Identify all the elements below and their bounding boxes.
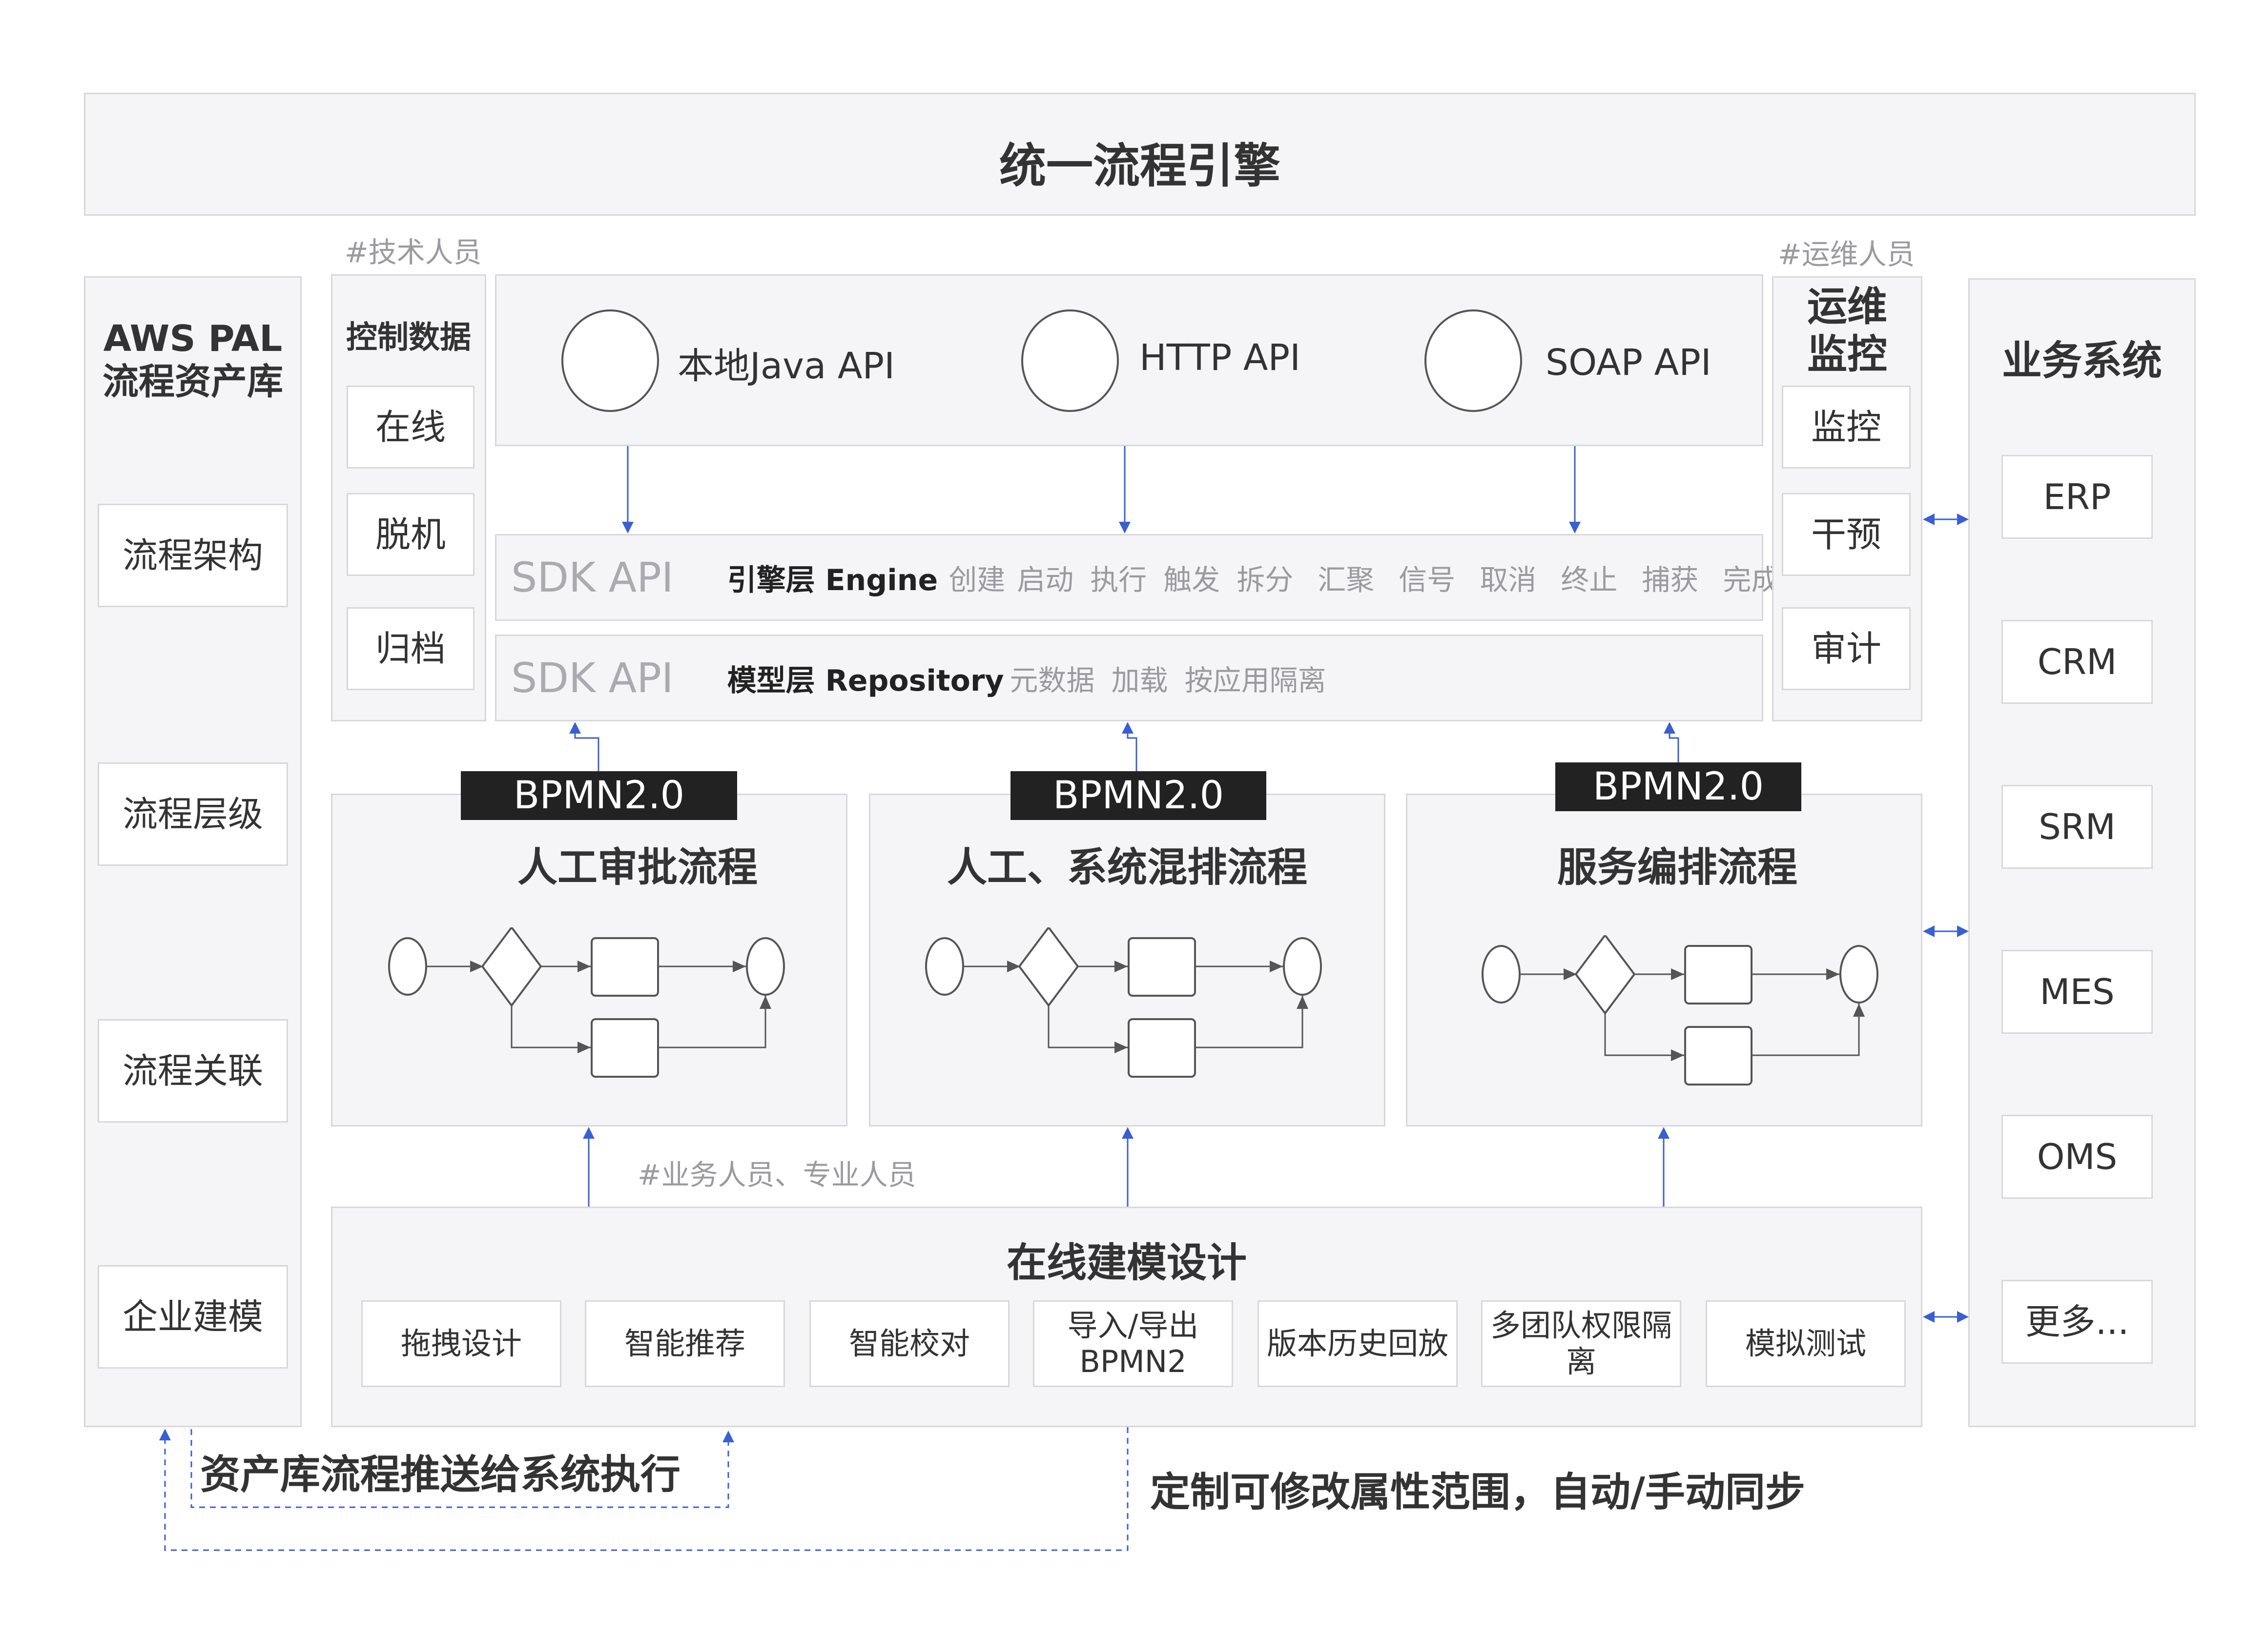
- flow-diagram-manual-approval: [388, 927, 785, 1078]
- repository-layer-name: 模型层 Repository: [727, 663, 1004, 698]
- connector-process3-up: [1664, 722, 1679, 762]
- business-system-oms[interactable]: OMS: [2001, 1115, 2153, 1199]
- business-staff-note: #业务人员、专业人员: [638, 1158, 916, 1191]
- page-title: 统一流程引擎: [999, 139, 1280, 193]
- end-event-icon: [746, 937, 785, 996]
- asset-item-enterprise-modeling[interactable]: 企业建模: [98, 1265, 288, 1369]
- engine-op-create: 创建: [948, 563, 1006, 596]
- engine-op-catch: 捕获: [1642, 563, 1699, 596]
- asset-library-title-line2: 流程资产库: [103, 361, 283, 403]
- feature-team-permission[interactable]: 多团队权限隔 离: [1481, 1300, 1681, 1387]
- feature-drag-design[interactable]: 拖拽设计: [361, 1300, 561, 1387]
- engine-sdk-label: SDK API: [511, 554, 674, 601]
- ops-item-intervene[interactable]: 干预: [1782, 493, 1911, 576]
- header-panel: [84, 93, 2196, 216]
- engine-op-complete: 完成: [1723, 563, 1780, 596]
- flow-diagram-mixed: [925, 927, 1322, 1078]
- ops-monitor-title: 运维 监控: [1772, 283, 1922, 379]
- control-item-offline[interactable]: 脱机: [347, 493, 474, 576]
- feature-smart-check[interactable]: 智能校对: [809, 1300, 1010, 1387]
- soap-api-icon: [1424, 309, 1522, 412]
- http-api-label[interactable]: HTTP API: [1139, 337, 1300, 379]
- ops-monitor-title-line1: 运维: [1807, 284, 1887, 330]
- engine-op-split: 拆分: [1237, 563, 1294, 596]
- engine-op-execute: 执行: [1090, 563, 1147, 596]
- bpmn-badge-2: BPMN2.0: [1010, 771, 1266, 820]
- push-to-system-note: 资产库流程推送给系统执行: [200, 1452, 681, 1498]
- business-system-mes[interactable]: MES: [2001, 950, 2153, 1034]
- connector-process2-up: [1122, 722, 1137, 771]
- process-title-manual-approval: 人工审批流程: [517, 844, 758, 891]
- connector-sync-dashed: [159, 1427, 1129, 1551]
- feature-smart-recommend[interactable]: 智能推荐: [585, 1300, 785, 1387]
- business-systems-title: 业务系统: [2001, 338, 2162, 384]
- engine-layer-name: 引擎层 Engine: [727, 563, 938, 597]
- connector-push-dashed: [190, 1429, 734, 1508]
- feature-import-export[interactable]: 导入/导出 BPMN2: [1033, 1300, 1233, 1387]
- engine-op-join: 汇聚: [1318, 563, 1375, 596]
- repository-op-metadata: 元数据: [1010, 664, 1095, 697]
- bpmn-badge-3: BPMN2.0: [1555, 762, 1801, 811]
- soap-api-label[interactable]: SOAP API: [1546, 342, 1711, 384]
- engine-op-terminate: 终止: [1561, 563, 1618, 596]
- online-modeling-title: 在线建模设计: [1006, 1240, 1247, 1286]
- feature-version-history[interactable]: 版本历史回放: [1258, 1300, 1458, 1387]
- ops-item-monitor[interactable]: 监控: [1782, 386, 1911, 469]
- asset-item-hierarchy[interactable]: 流程层级: [98, 762, 288, 866]
- flow-diagram-service-orchestration: [1482, 935, 1878, 1086]
- java-api-icon: [561, 309, 659, 412]
- api-panel: [495, 274, 1763, 446]
- bpmn-badge-1: BPMN2.0: [461, 771, 737, 820]
- ops-item-audit[interactable]: 审计: [1782, 607, 1911, 690]
- asset-item-architecture[interactable]: 流程架构: [98, 504, 288, 607]
- business-system-srm[interactable]: SRM: [2001, 785, 2153, 869]
- process-title-service-orchestration: 服务编排流程: [1557, 844, 1797, 891]
- asset-item-association[interactable]: 流程关联: [98, 1019, 288, 1123]
- engine-op-cancel: 取消: [1480, 563, 1537, 596]
- asset-library-title: AWS PAL 流程资产库: [84, 317, 302, 403]
- engine-op-trigger: 触发: [1163, 563, 1220, 596]
- engine-op-start: 启动: [1017, 563, 1074, 596]
- control-item-archive[interactable]: 归档: [347, 607, 474, 690]
- business-system-crm[interactable]: CRM: [2001, 620, 2153, 704]
- engine-layer-bar: SDK API 引擎层 Engine 创建 启动 执行 触发 拆分 汇聚 信号 …: [495, 534, 1779, 621]
- engine-op-signal: 信号: [1399, 563, 1456, 596]
- control-data-title: 控制数据: [346, 320, 471, 356]
- repository-sdk-label: SDK API: [511, 654, 674, 702]
- java-api-label[interactable]: 本地Java API: [678, 345, 895, 387]
- control-item-online[interactable]: 在线: [347, 386, 474, 469]
- end-event-icon: [1283, 937, 1322, 996]
- ops-staff-note: #运维人员: [1778, 238, 1915, 271]
- repository-op-load: 加载: [1111, 664, 1168, 697]
- repository-layer-bar: SDK API 模型层 Repository 元数据 加载 按应用隔离: [495, 635, 1763, 721]
- http-api-icon: [1021, 309, 1119, 412]
- business-system-erp[interactable]: ERP: [2001, 455, 2153, 539]
- sync-attributes-note: 定制可修改属性范围，自动/手动同步: [1150, 1469, 1805, 1516]
- connector-process1-up: [569, 722, 599, 771]
- feature-simulation-test[interactable]: 模拟测试: [1706, 1300, 1906, 1387]
- ops-monitor-title-line2: 监控: [1807, 331, 1887, 378]
- business-system-more[interactable]: 更多...: [2001, 1280, 2153, 1364]
- repository-op-isolation: 按应用隔离: [1184, 664, 1326, 697]
- asset-library-title-line1: AWS PAL: [103, 318, 283, 360]
- end-event-icon: [1839, 945, 1878, 1004]
- tech-staff-note: #技术人员: [345, 236, 482, 269]
- process-title-mixed: 人工、系统混排流程: [947, 844, 1307, 891]
